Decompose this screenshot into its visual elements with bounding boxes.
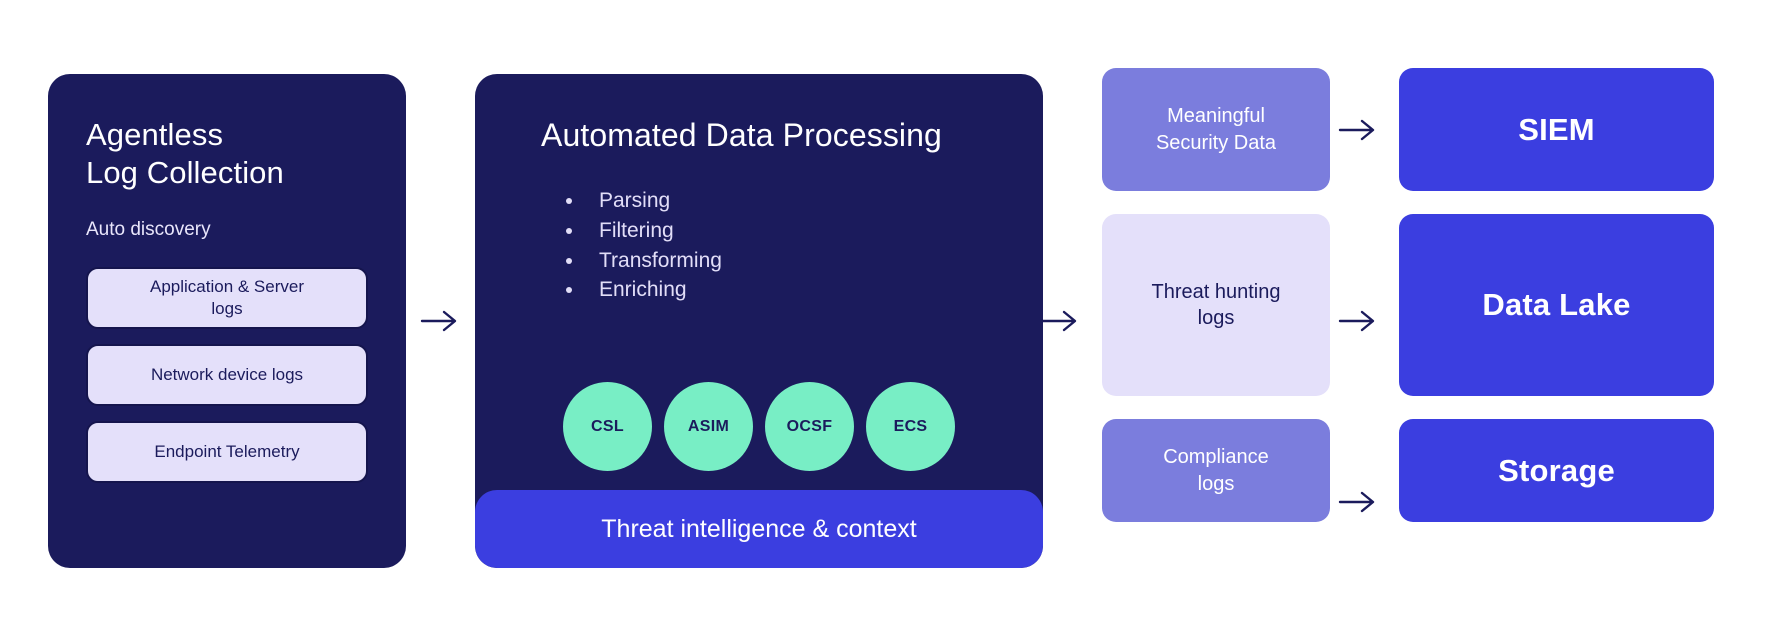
processing-step-filtering: Filtering: [561, 216, 1043, 246]
arrow-collection-to-processing-icon: [418, 304, 462, 338]
log-source-application-server[interactable]: Application & Server logs: [86, 266, 368, 329]
log-source-list: Application & Server logs Network device…: [86, 266, 368, 483]
threat-intelligence-bar[interactable]: Threat intelligence & context: [475, 490, 1043, 568]
collection-subtitle: Auto discovery: [86, 218, 211, 240]
automated-data-processing-panel: Automated Data Processing Parsing Filter…: [475, 74, 1043, 568]
log-source-endpoint-telemetry[interactable]: Endpoint Telemetry: [86, 420, 368, 483]
destination-storage[interactable]: Storage: [1399, 419, 1714, 522]
schema-badge-ecs[interactable]: ECS: [866, 382, 955, 471]
schema-badge-asim[interactable]: ASIM: [664, 382, 753, 471]
destination-siem[interactable]: SIEM: [1399, 68, 1714, 191]
schema-circle-row: CSL ASIM OCSF ECS: [475, 382, 1043, 471]
arrow-compliance-to-storage-icon: [1336, 485, 1380, 519]
destination-column: SIEM Data Lake Storage: [1399, 68, 1714, 522]
arrow-processing-to-categories-icon: [1038, 304, 1082, 338]
agentless-log-collection-panel: Agentless Log Collection Auto discovery …: [48, 74, 406, 568]
arrow-threat-hunting-to-data-lake-icon: [1336, 304, 1380, 338]
log-source-network-device[interactable]: Network device logs: [86, 343, 368, 406]
category-threat-hunting-logs[interactable]: Threat hunting logs: [1102, 214, 1330, 396]
collection-title: Agentless Log Collection: [86, 117, 284, 190]
processing-step-list: Parsing Filtering Transforming Enriching: [561, 186, 1043, 305]
arrow-meaningful-to-siem-icon: [1336, 113, 1380, 147]
processing-step-parsing: Parsing: [561, 186, 1043, 216]
schema-badge-ocsf[interactable]: OCSF: [765, 382, 854, 471]
data-category-column: Meaningful Security Data Threat hunting …: [1102, 68, 1330, 522]
processing-title: Automated Data Processing: [541, 117, 942, 153]
processing-step-transforming: Transforming: [561, 246, 1043, 276]
processing-step-enriching: Enriching: [561, 275, 1043, 305]
schema-badge-csl[interactable]: CSL: [563, 382, 652, 471]
category-compliance-logs[interactable]: Compliance logs: [1102, 419, 1330, 522]
destination-data-lake[interactable]: Data Lake: [1399, 214, 1714, 396]
category-meaningful-security-data[interactable]: Meaningful Security Data: [1102, 68, 1330, 191]
